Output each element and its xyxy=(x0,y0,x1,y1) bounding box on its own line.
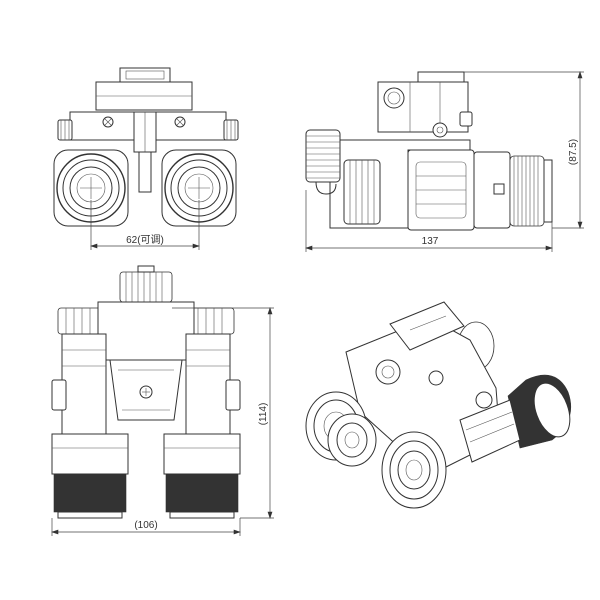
iso-mid-eyepiece xyxy=(327,413,377,467)
dimension-bottom-height: (114) xyxy=(172,307,274,519)
bottom-view: (114) (106) xyxy=(51,265,274,536)
side-objective-knurl xyxy=(509,155,545,227)
dimension-bottom-width: (106) xyxy=(51,518,241,536)
dimension-label: 137 xyxy=(422,236,439,247)
mount-shoe xyxy=(119,67,171,83)
dimension-height: (87.5) xyxy=(464,71,584,229)
dimension-label: 62(可调) xyxy=(126,234,164,246)
left-objective-knurl xyxy=(53,473,127,513)
hinge-post xyxy=(138,151,152,193)
iso-mount-plate xyxy=(389,301,465,351)
dimension-label: (106) xyxy=(134,520,157,531)
left-objective-tube xyxy=(51,433,129,475)
dimension-label: (87.5) xyxy=(568,139,579,165)
left-housing xyxy=(61,333,107,435)
side-view: 137 (87.5) xyxy=(305,71,584,252)
dimension-eyepiece-spacing: 62(可调) xyxy=(90,200,200,250)
iso-adjust-knob xyxy=(375,359,401,385)
side-mount-shoe xyxy=(417,71,465,83)
adjust-knob xyxy=(383,87,405,109)
bottom-bridge xyxy=(97,301,195,361)
dimension-total-length: 137 xyxy=(305,190,553,252)
right-eyepiece xyxy=(161,149,237,227)
side-eyepiece-cup xyxy=(305,129,341,183)
right-objective-knurl xyxy=(165,473,239,513)
side-screw xyxy=(432,122,448,138)
side-objective-barrel xyxy=(473,151,511,229)
front-view: 62(可调) xyxy=(53,67,239,250)
dimension-label: (114) xyxy=(258,403,269,426)
iso-right-eyepiece xyxy=(381,431,447,509)
top-knob xyxy=(119,271,173,303)
right-objective-tube xyxy=(163,433,241,475)
isometric-view xyxy=(305,301,572,509)
iso-housing-block xyxy=(459,399,521,463)
right-housing xyxy=(185,333,231,435)
